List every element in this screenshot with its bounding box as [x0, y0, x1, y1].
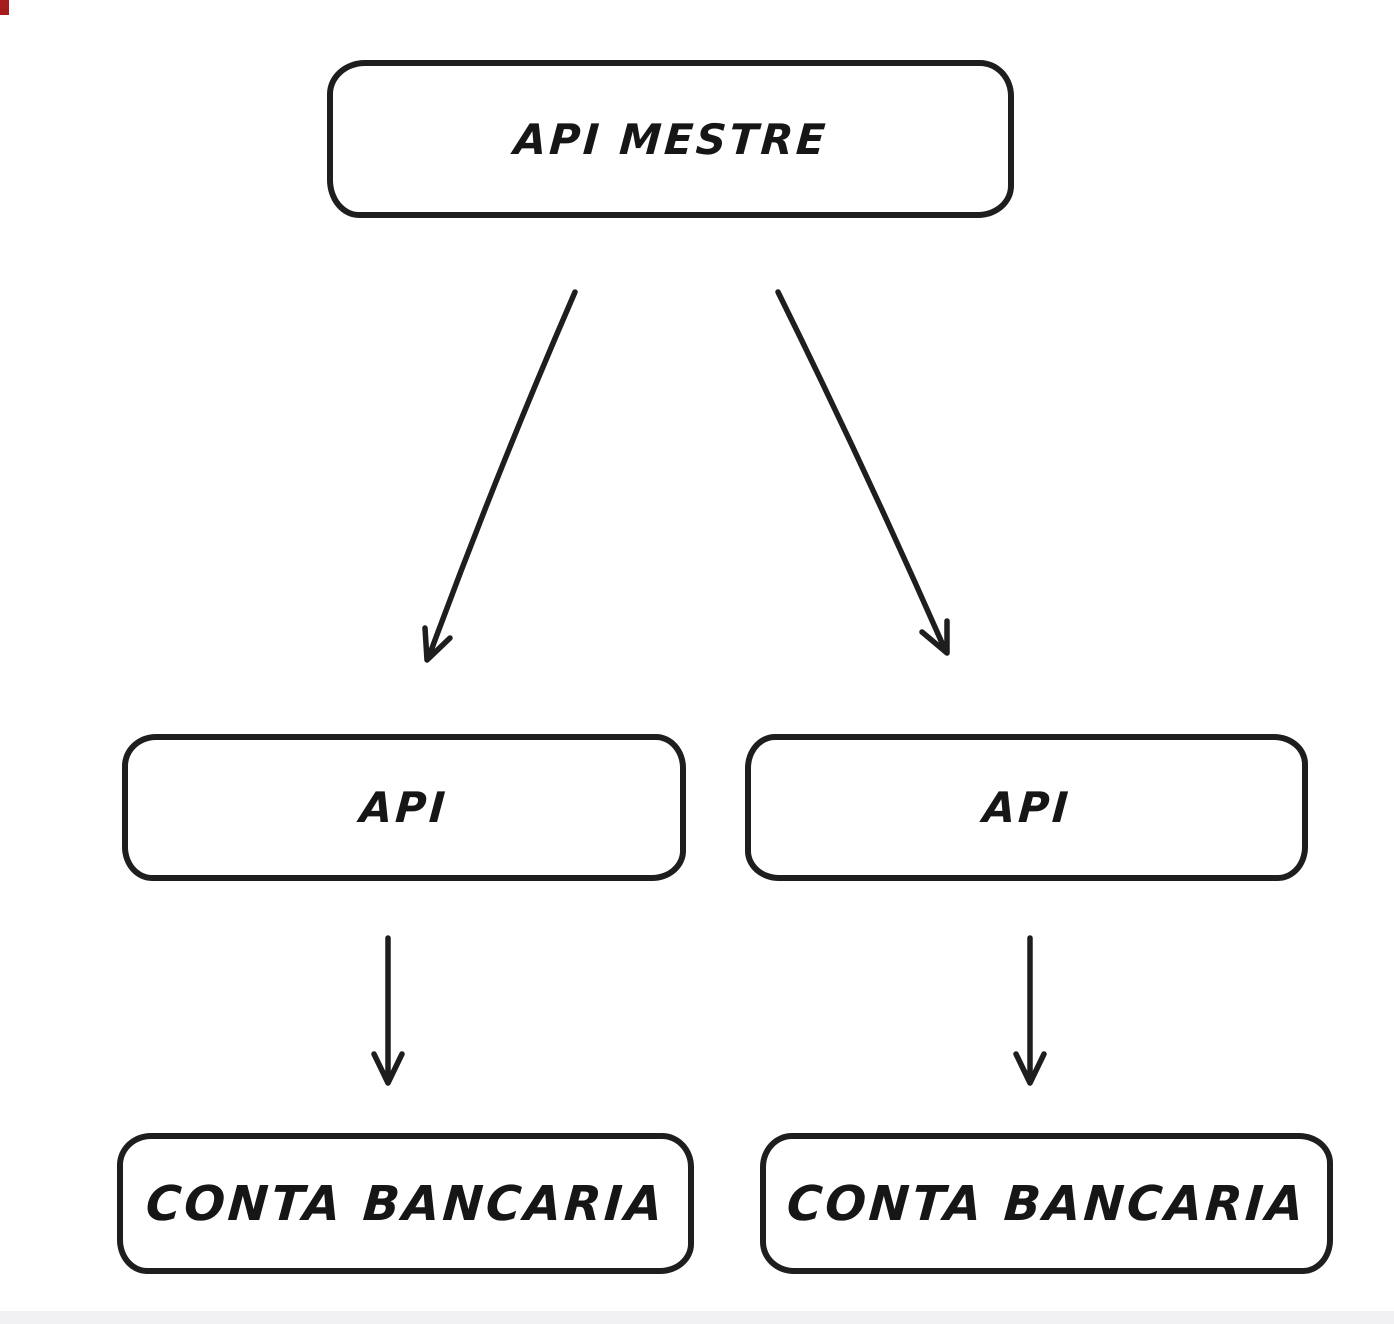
- node-conta-bancaria-right-label: CONTA BANCARIA: [784, 1175, 1309, 1232]
- arrow-api-mestre-to-api-left: [422, 289, 578, 663]
- node-conta-bancaria-left-label: CONTA BANCARIA: [143, 1175, 668, 1232]
- node-api-left-label: API: [358, 783, 450, 832]
- node-api-left: API: [122, 734, 686, 881]
- node-api-mestre-label: API MESTRE: [511, 114, 830, 164]
- arrow-api-mestre-to-api-right: [775, 289, 950, 656]
- node-api-right: API: [745, 734, 1308, 881]
- node-conta-bancaria-left: CONTA BANCARIA: [117, 1133, 694, 1274]
- node-conta-bancaria-right: CONTA BANCARIA: [760, 1133, 1333, 1274]
- arrow-api-right-to-conta-bancaria-right: [1013, 935, 1047, 1086]
- bottom-edge-strip: [0, 1311, 1394, 1324]
- arrow-api-left-to-conta-bancaria-left: [371, 935, 405, 1086]
- corner-artifact: [0, 0, 9, 15]
- node-api-right-label: API: [980, 783, 1073, 832]
- node-api-mestre: API MESTRE: [327, 60, 1014, 218]
